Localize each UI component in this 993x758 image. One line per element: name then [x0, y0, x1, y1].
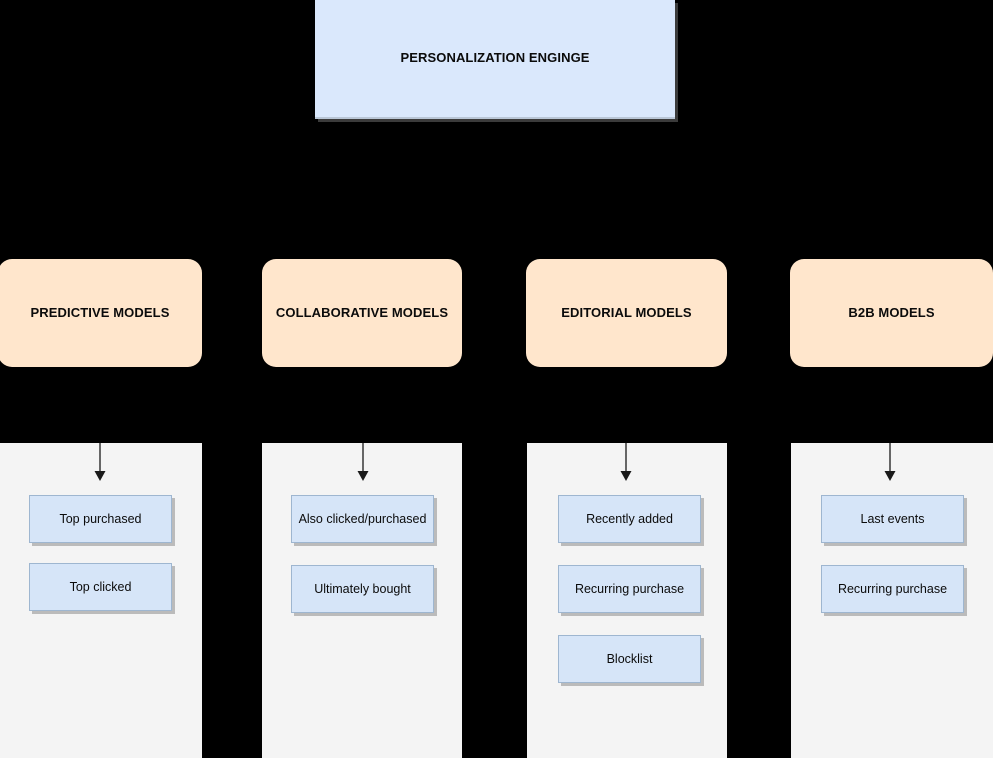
arrow-down-icon-b2b — [880, 443, 900, 483]
node-editorial-models-label: EDITORIAL MODELS — [561, 305, 692, 320]
leaf-node-label: Also clicked/purchased — [298, 511, 427, 526]
node-collaborative-models[interactable]: COLLABORATIVE MODELS — [262, 259, 462, 367]
leaf-node[interactable]: Top clicked — [29, 563, 172, 611]
leaf-node-label: Top clicked — [69, 579, 132, 594]
node-predictive-models[interactable]: PREDICTIVE MODELS — [0, 259, 202, 367]
leaf-node[interactable]: Recently added — [558, 495, 701, 543]
leaf-node-label: Recurring purchase — [837, 581, 948, 596]
leaf-node[interactable]: Recurring purchase — [821, 565, 964, 613]
node-personalization-engine-label: PERSONALIZATION ENGINGE — [400, 50, 590, 65]
leaf-node[interactable]: Recurring purchase — [558, 565, 701, 613]
leaf-node-label: Top purchased — [59, 511, 142, 526]
leaf-node-label: Ultimately bought — [314, 581, 411, 596]
arrow-down-icon-predictive — [90, 443, 110, 483]
lane-b2b-models: Last events Recurring purchase — [791, 443, 993, 758]
leaf-node-label: Recently added — [586, 511, 673, 526]
node-predictive-models-label: PREDICTIVE MODELS — [30, 305, 170, 320]
leaf-node-label: Blocklist — [606, 651, 653, 666]
node-b2b-models-label: B2B MODELS — [848, 305, 935, 320]
lane-predictive-models: Top purchased Top clicked — [0, 443, 202, 758]
leaf-node-label: Last events — [860, 511, 925, 526]
leaf-node[interactable]: Top purchased — [29, 495, 172, 543]
leaf-node[interactable]: Ultimately bought — [291, 565, 434, 613]
leaf-node[interactable]: Blocklist — [558, 635, 701, 683]
node-b2b-models[interactable]: B2B MODELS — [790, 259, 993, 367]
leaf-node-label: Recurring purchase — [574, 581, 685, 596]
leaf-node[interactable]: Last events — [821, 495, 964, 543]
arrow-down-icon-collaborative — [353, 443, 373, 483]
lane-collaborative-models: Also clicked/purchased Ultimately bought — [262, 443, 462, 758]
leaf-node[interactable]: Also clicked/purchased — [291, 495, 434, 543]
node-personalization-engine[interactable]: PERSONALIZATION ENGINGE — [315, 0, 675, 119]
node-collaborative-models-label: COLLABORATIVE MODELS — [275, 305, 449, 320]
arrow-down-icon-editorial — [616, 443, 636, 483]
node-editorial-models[interactable]: EDITORIAL MODELS — [526, 259, 727, 367]
lane-editorial-models: Recently added Recurring purchase Blockl… — [527, 443, 727, 758]
